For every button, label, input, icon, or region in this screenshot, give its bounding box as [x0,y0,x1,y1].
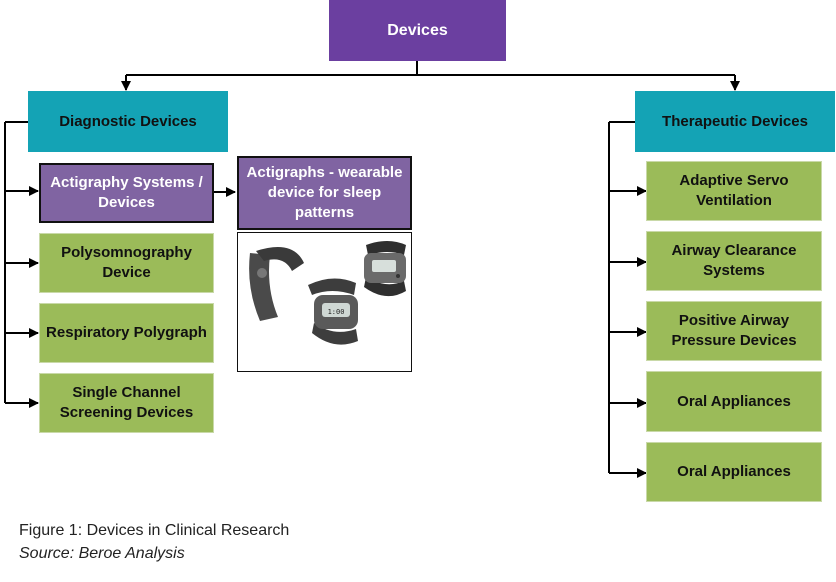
root-node-devices: Devices [329,0,506,61]
respiratory-polygraph-node: Respiratory Polygraph [39,303,214,363]
svg-text:1:00: 1:00 [328,308,345,316]
actigraphy-systems-node: Actigraphy Systems / Devices [39,163,214,223]
adaptive-servo-ventilation-node: Adaptive Servo Ventilation [646,161,822,221]
figure-caption: Figure 1: Devices in Clinical Research [19,522,290,539]
positive-airway-pressure-node: Positive Airway Pressure Devices [646,301,822,361]
oral-appliances-node-1: Oral Appliances [646,371,822,432]
oral-appliances-node-2: Oral Appliances [646,442,822,502]
diagnostic-devices-node: Diagnostic Devices [28,91,228,152]
airway-clearance-node: Airway Clearance Systems [646,231,822,291]
source-caption: Source: Beroe Analysis [19,545,185,562]
therapeutic-devices-node: Therapeutic Devices [635,91,835,152]
actigraphs-node: Actigraphs - wearable device for sleep p… [237,156,412,230]
wrist-actigraph-devices-photo: 1:00 [237,232,412,372]
polysomnography-node: Polysomnography Device [39,233,214,293]
single-channel-screening-node: Single Channel Screening Devices [39,373,214,433]
